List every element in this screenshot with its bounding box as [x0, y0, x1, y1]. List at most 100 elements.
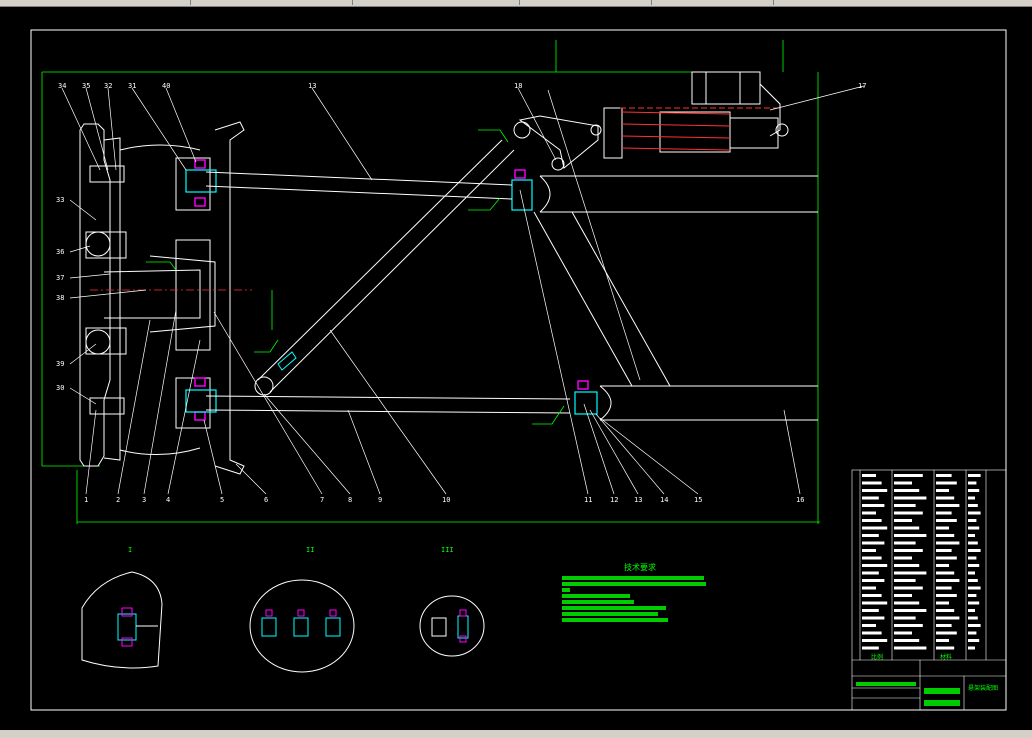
title-block-field [856, 682, 916, 686]
parts-list-cell [936, 579, 960, 582]
title-block-field [924, 700, 960, 706]
parts-list-cell [968, 526, 980, 530]
diagonal-strut [254, 139, 515, 396]
callout-39: 39 [56, 360, 64, 368]
parts-list-cell [968, 609, 975, 612]
parts-list-cell [894, 564, 920, 567]
parts-list-cell [862, 594, 882, 597]
parts-list-cell [894, 481, 912, 485]
weld-symbol-icon [146, 129, 565, 425]
callout-18: 18 [514, 82, 522, 90]
callout-38: 38 [56, 294, 64, 302]
callout-34: 34 [58, 82, 66, 90]
parts-list-cell [936, 474, 952, 477]
parts-list-cell [862, 556, 882, 560]
parts-list-cell [936, 631, 957, 635]
cad-drawing-canvas[interactable]: 34 35 32 31 40 13 18 17 33 36 37 38 39 3… [0, 6, 1032, 730]
parts-list-cell [968, 579, 978, 582]
callout-7: 7 [320, 496, 324, 504]
parts-list-cell [936, 646, 955, 650]
parts-list-cell [862, 586, 876, 590]
callout-36: 36 [56, 248, 64, 256]
dimension-frame [41, 40, 820, 524]
parts-list-cell [936, 601, 949, 605]
callout-37: 37 [56, 274, 64, 282]
parts-list-cell [936, 526, 949, 530]
toolbar-segment[interactable] [521, 0, 652, 5]
parts-list-cell [894, 616, 916, 620]
bolt-set [194, 159, 589, 421]
parts-list-cell [862, 601, 888, 605]
parts-list-cell [936, 616, 960, 620]
parts-list-cell [862, 534, 879, 537]
callout-40: 40 [162, 82, 170, 90]
parts-list-cell [894, 609, 927, 612]
parts-list-cell [862, 541, 885, 545]
parts-list-cell [862, 526, 888, 530]
parts-list-cell [936, 609, 955, 612]
detail-label-2: II [306, 546, 314, 554]
parts-list-cell [894, 541, 916, 545]
toolbar-segment[interactable] [192, 0, 353, 5]
parts-list-cell [936, 519, 957, 522]
parts-list-cell [862, 474, 876, 477]
parts-list-cell [968, 504, 978, 507]
parts-list-cell [968, 489, 980, 492]
parts-list-cell [862, 624, 876, 627]
parts-list-cell [894, 549, 923, 552]
callout-2: 2 [116, 496, 120, 504]
parts-list-cell [936, 571, 955, 575]
callout-3: 3 [142, 496, 146, 504]
notes-title: 技术要求 [624, 562, 656, 572]
parts-list-cell [936, 594, 957, 597]
callout-12: 12 [610, 496, 618, 504]
toolbar-segment[interactable] [653, 0, 774, 5]
parts-list-cell [936, 481, 957, 485]
parts-list-cell [862, 496, 879, 500]
parts-list-cell [862, 564, 888, 567]
wheel-hub-assembly [79, 121, 245, 475]
toolbar-segment[interactable] [0, 0, 191, 5]
status-bar [0, 730, 1032, 738]
toolbar-segment[interactable] [354, 0, 520, 5]
upper-control-arm [205, 171, 818, 213]
callout-13-top: 13 [308, 82, 316, 90]
parts-list-cell [894, 474, 923, 477]
parts-list-cell [936, 556, 957, 560]
parts-list-cell [936, 549, 952, 552]
callout-8: 8 [348, 496, 352, 504]
section-hatch [185, 169, 598, 415]
drawing-border [30, 29, 1007, 711]
parts-list-cell [894, 631, 912, 635]
parts-list-cell [894, 639, 920, 642]
callout-35: 35 [82, 82, 90, 90]
parts-list-cell [894, 534, 927, 537]
parts-list-cell [936, 489, 949, 492]
parts-list-cell [862, 609, 879, 612]
parts-list-cell [862, 549, 876, 552]
parts-list-cell [936, 504, 960, 507]
parts-list-cell [894, 646, 927, 650]
parts-list-cell [894, 571, 927, 575]
callout-16: 16 [796, 496, 804, 504]
callout-5: 5 [220, 496, 224, 504]
parts-list-cell [968, 601, 980, 605]
parts-list-cell [862, 519, 882, 522]
parts-list-cell [862, 646, 879, 650]
parts-list-cell [862, 639, 888, 642]
parts-list-cell [862, 571, 879, 575]
parts-list-cell [936, 534, 955, 537]
callout-11: 11 [584, 496, 592, 504]
parts-list-cell [968, 511, 981, 515]
parts-list-cell [968, 541, 978, 545]
parts-list-cell [862, 504, 885, 507]
callout-leaders [61, 85, 865, 405]
lower-control-arm [205, 211, 818, 421]
detail-view-1 [81, 571, 163, 669]
parts-list-rows [862, 474, 981, 650]
parts-list-cell [894, 601, 920, 605]
detail-view-3 [419, 595, 485, 657]
parts-list-cell [936, 639, 949, 642]
detail-label-3: III [441, 546, 454, 554]
parts-list-cell [968, 564, 980, 567]
